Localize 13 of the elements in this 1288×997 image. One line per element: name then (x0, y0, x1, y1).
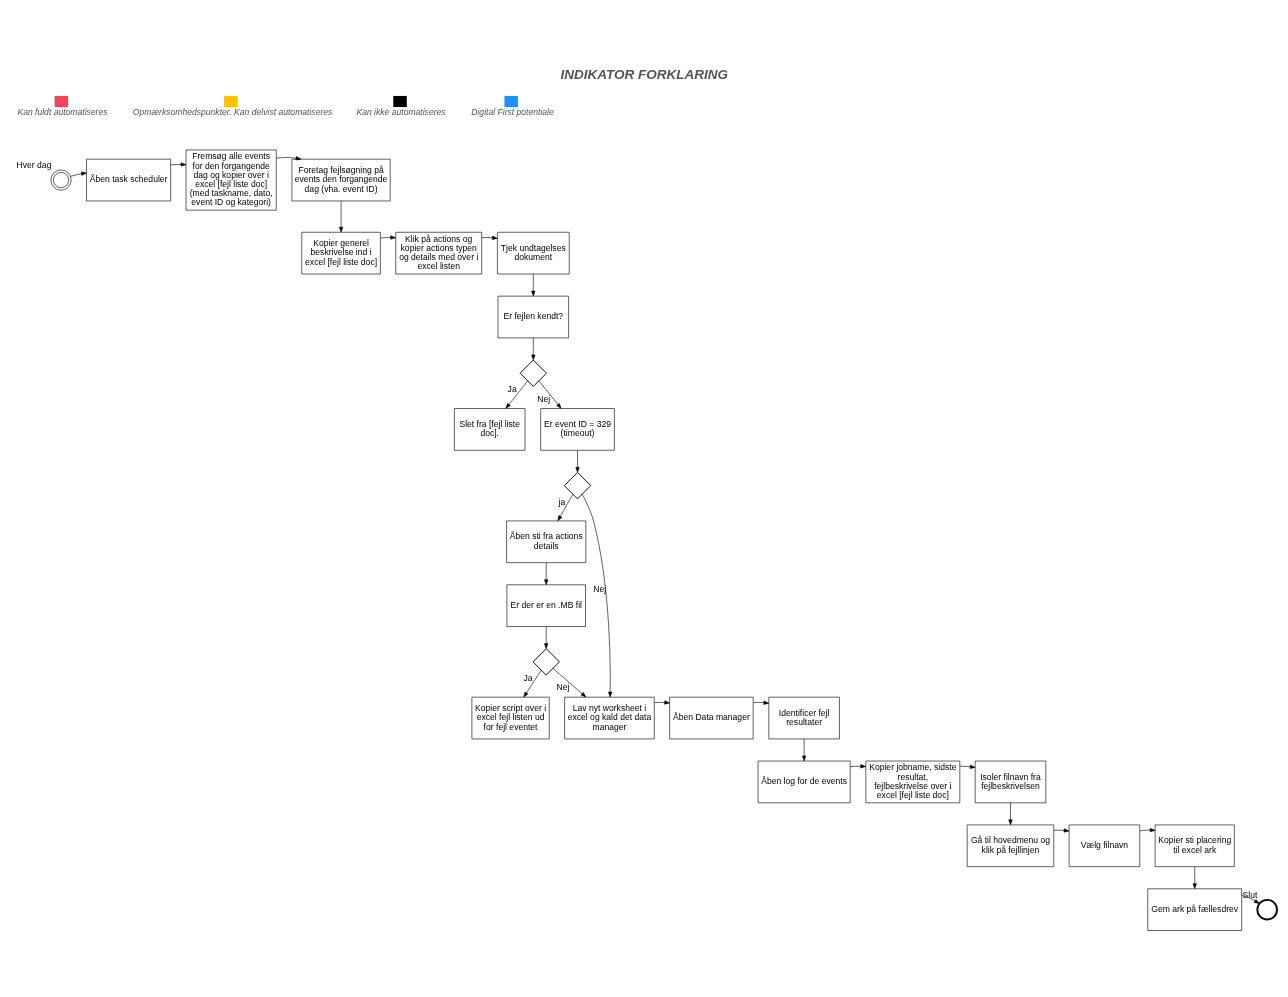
legend-label: Kan fuldt automatiseres (17, 107, 108, 118)
node-label: Slut (1242, 889, 1258, 900)
node-label: Hver dag (16, 159, 52, 170)
legend-label: Digital First potentiale (471, 107, 554, 118)
edge-label: Ja (507, 384, 517, 395)
edge-label: ja (558, 497, 566, 508)
diagram-title: INDIKATOR FORKLARING (560, 67, 728, 83)
edge-label: Ja (523, 673, 533, 684)
edge-label: Nej (556, 681, 570, 692)
edge-label: Nej (593, 584, 607, 595)
legend-label: Kan ikke automatiseres (356, 107, 446, 118)
legend-label: Opmærksomhedspunkter. Kan delvist automatiseres (132, 107, 333, 118)
edge-label: Nej (537, 393, 551, 404)
